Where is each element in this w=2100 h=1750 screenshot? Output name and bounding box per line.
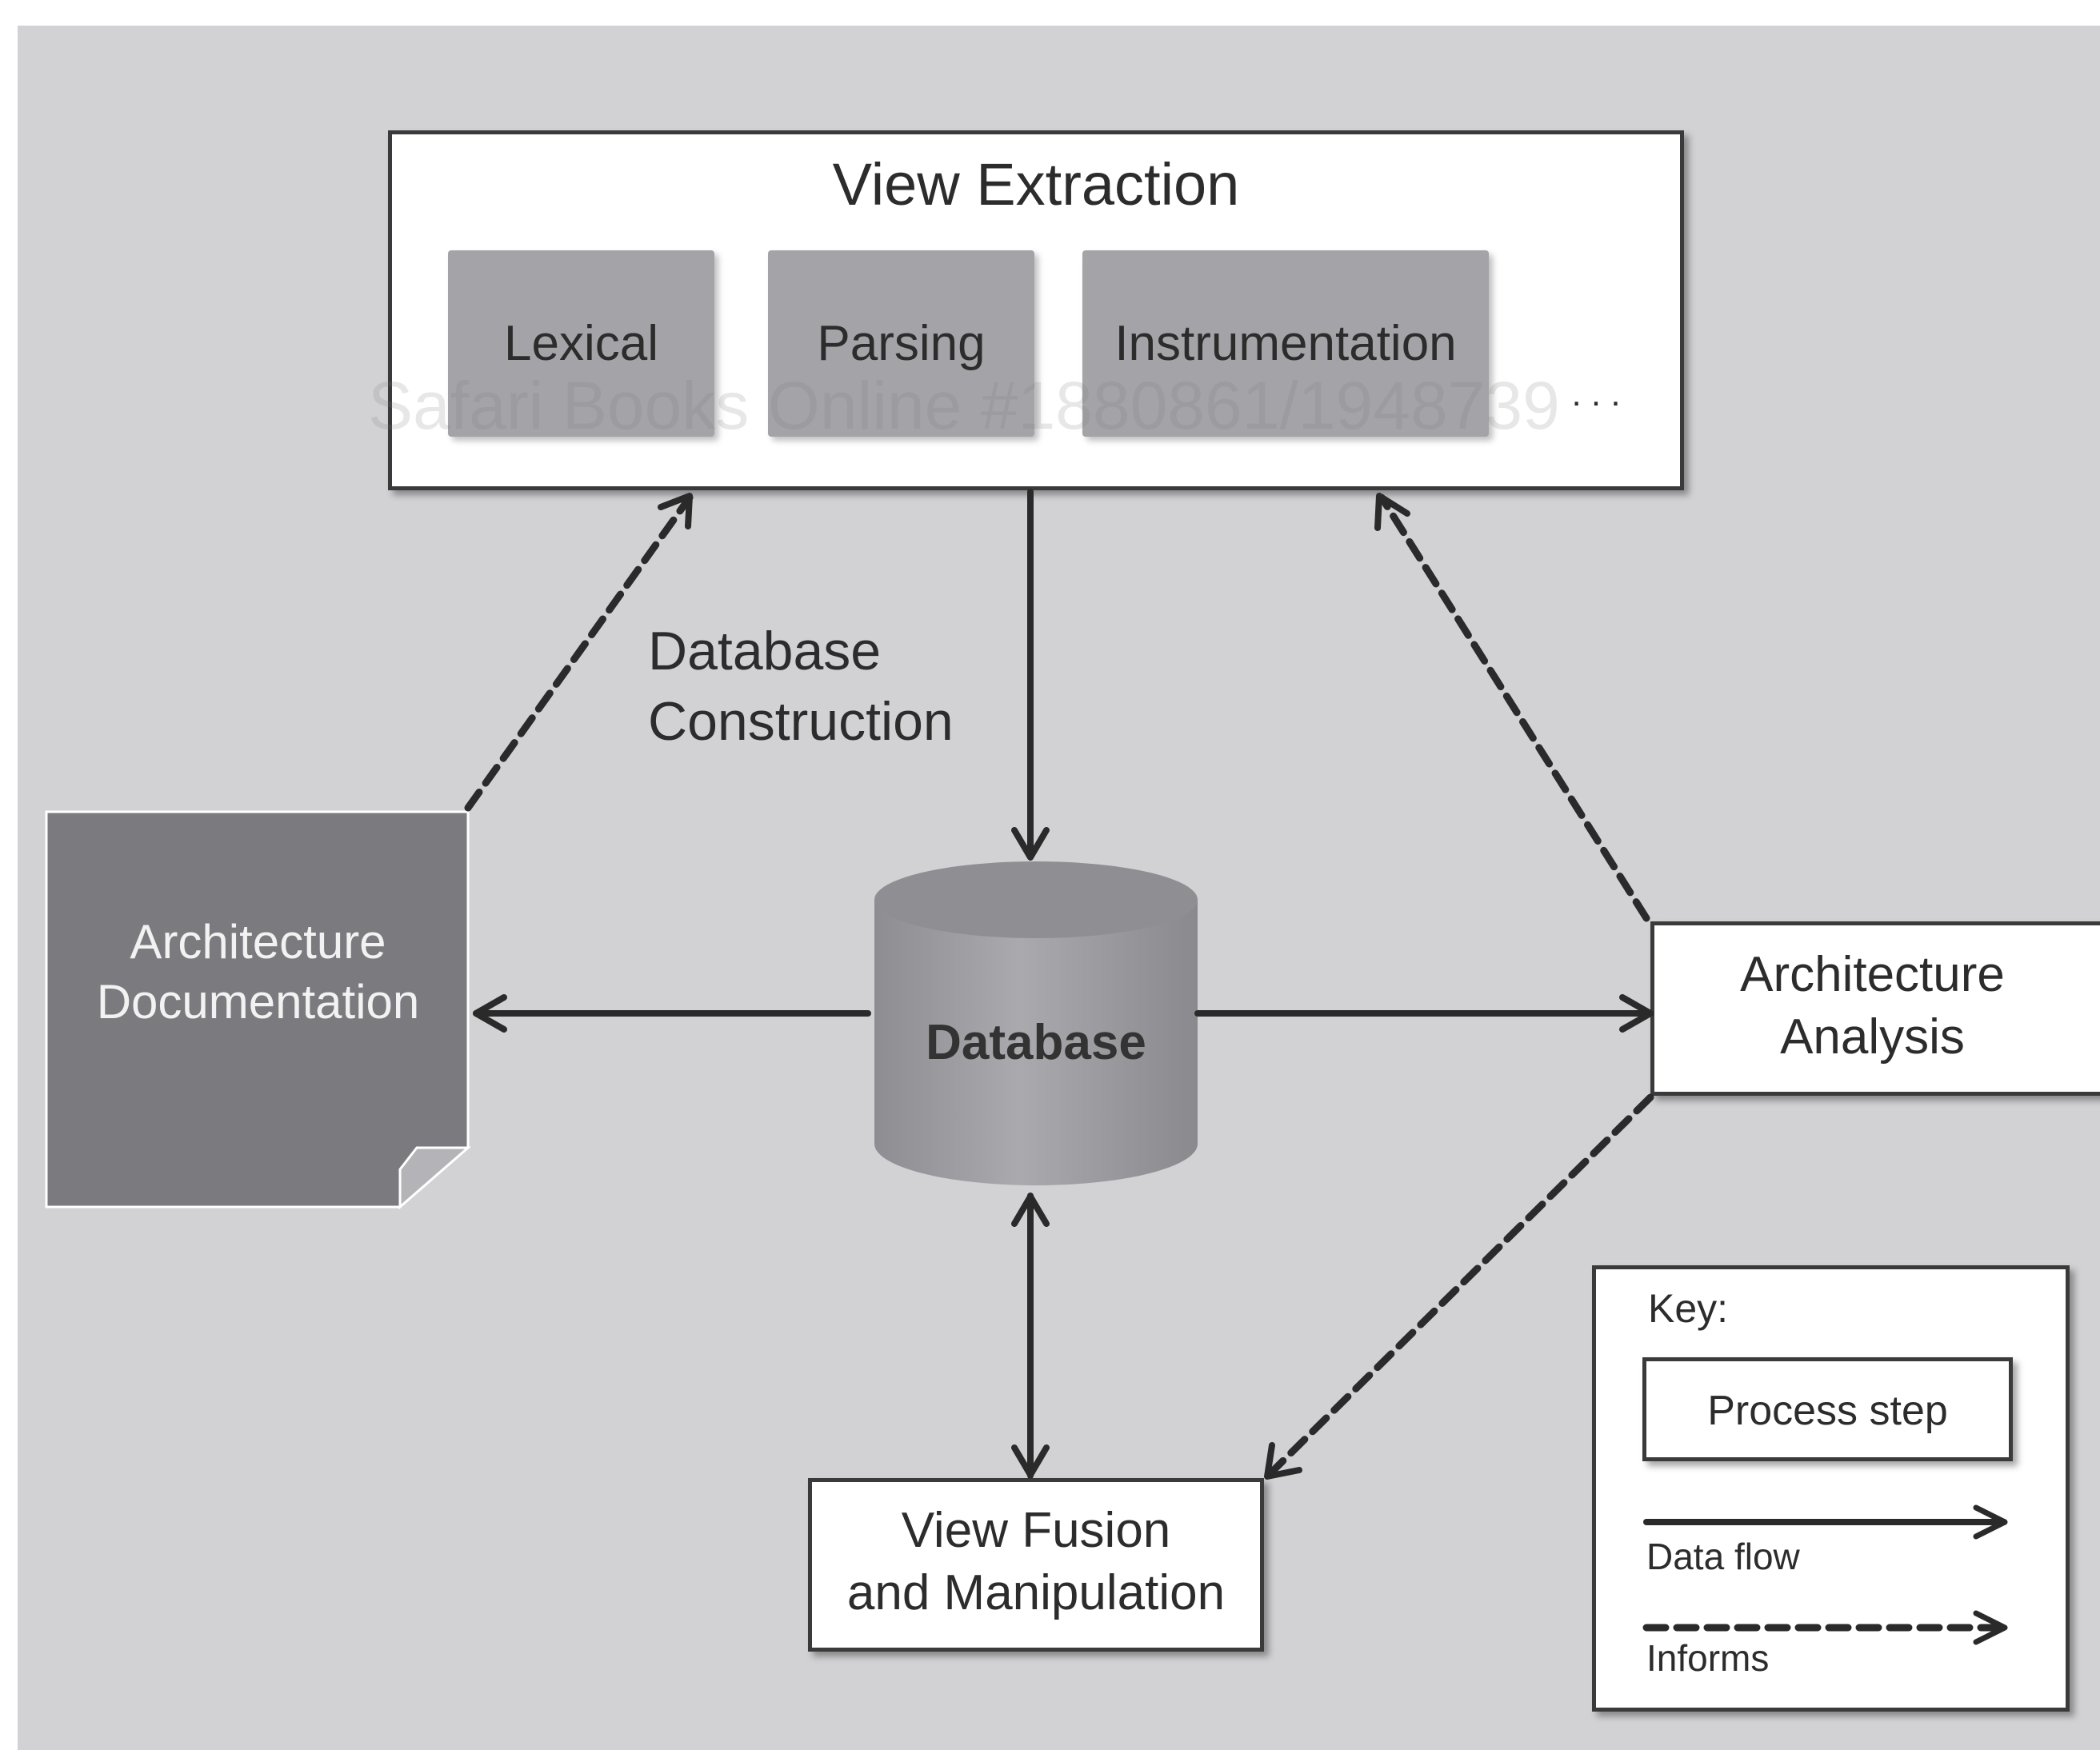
more-steps-ellipsis: . . . <box>1571 374 1621 414</box>
architecture-analysis-line1: Architecture <box>1740 947 2005 1002</box>
arrowhead-informs-view-fusion <box>1264 1442 1302 1480</box>
database-construction-line1: Database <box>648 621 882 681</box>
architecture-documentation-line2: Documentation <box>96 975 420 1029</box>
arrowhead-view-fusion <box>1011 1444 1050 1478</box>
view-fusion-line2: and Manipulation <box>846 1564 1226 1620</box>
arrowhead-database-bottom <box>1011 1193 1050 1227</box>
key-process-step-sample <box>1642 1357 2013 1461</box>
key-data-flow-label: Data flow <box>1646 1536 1800 1577</box>
key-informs-arrowhead <box>1973 1610 2008 1645</box>
database-cylinder <box>874 861 1198 1185</box>
informs-documentation-to-extraction <box>464 493 694 812</box>
key-informs-label: Informs <box>1646 1637 1770 1679</box>
architecture-documentation-shape <box>45 810 472 1209</box>
informs-analysis-to-extraction <box>1378 493 1650 922</box>
informs-analysis-to-view-fusion <box>1264 1093 1654 1480</box>
arrowhead-informs-extraction-left <box>658 493 693 529</box>
key-process-step-label: Process step <box>1707 1388 1948 1434</box>
arrowhead-informs-extraction-right <box>1374 493 1410 531</box>
key-data-flow-arrowhead <box>1973 1504 2008 1540</box>
database-construction-line2: Construction <box>648 691 954 752</box>
architecture-documentation-line1: Architecture <box>130 915 386 969</box>
architecture-analysis-label: Architecture Analysis <box>1650 944 2094 1068</box>
key-title: Key: <box>1648 1286 1729 1331</box>
view-fusion-label: View Fusion and Manipulation <box>808 1500 1264 1624</box>
architecture-documentation-label: Architecture Documentation <box>48 912 468 1032</box>
instrumentation-step: Instrumentation <box>1082 250 1489 437</box>
arrowhead-analysis <box>1619 994 1654 1033</box>
architecture-analysis-line2: Analysis <box>1780 1009 1965 1065</box>
view-fusion-box <box>808 1478 1264 1652</box>
parsing-step: Parsing <box>768 250 1034 437</box>
view-extraction-title: View Extraction <box>832 151 1240 218</box>
architecture-analysis-box <box>1650 921 2100 1096</box>
database-label: Database <box>926 1015 1146 1070</box>
arrowhead-database-top <box>1011 827 1050 861</box>
database-construction-label: Database Construction <box>648 616 954 757</box>
lexical-step: Lexical <box>448 250 714 437</box>
watermark-text: Safari Books Online #1880861/1948739 <box>368 368 1560 443</box>
view-fusion-line1: View Fusion <box>901 1503 1171 1558</box>
arrowhead-documentation <box>473 994 507 1033</box>
